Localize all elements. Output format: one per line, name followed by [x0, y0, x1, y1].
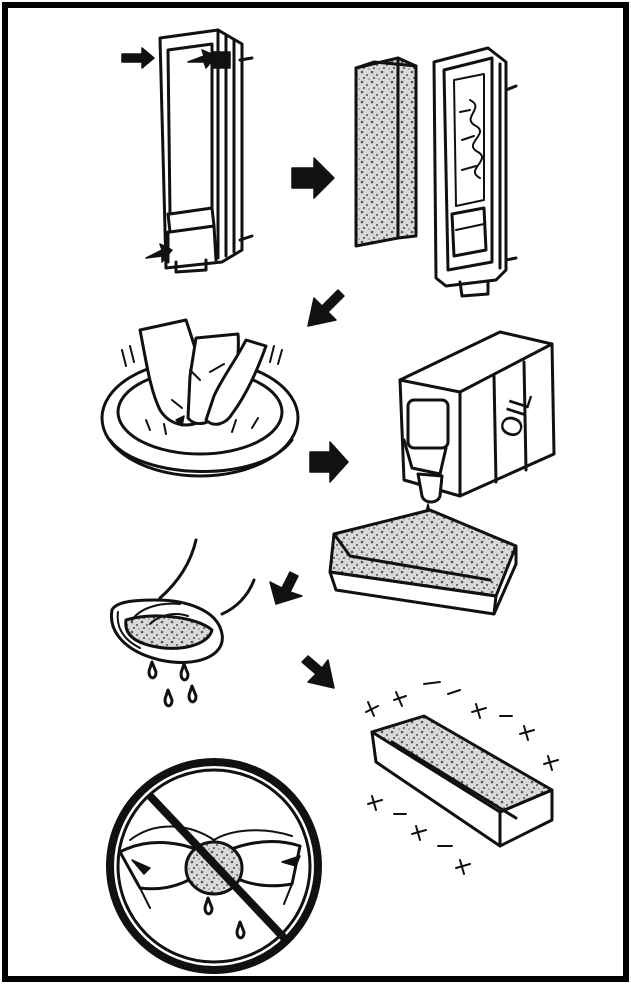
air-filter-holder-icon — [121, 28, 254, 274]
oiled-sponge-icon — [365, 681, 559, 875]
step-arrow-icon — [291, 157, 335, 199]
filter-sponge-and-frame-icon — [354, 46, 518, 298]
step-arrow-icon — [309, 441, 349, 483]
hands-washing-in-basin-icon — [100, 318, 300, 478]
hand-squeezing-sponge-icon — [109, 538, 256, 708]
step-arrow-icon — [307, 289, 345, 327]
oil-can-over-sponge-icon: OIL — [328, 330, 556, 616]
prohibited-wringing-icon — [106, 758, 322, 974]
step-arrow-icon — [301, 655, 335, 689]
step-arrow-icon — [269, 571, 303, 605]
